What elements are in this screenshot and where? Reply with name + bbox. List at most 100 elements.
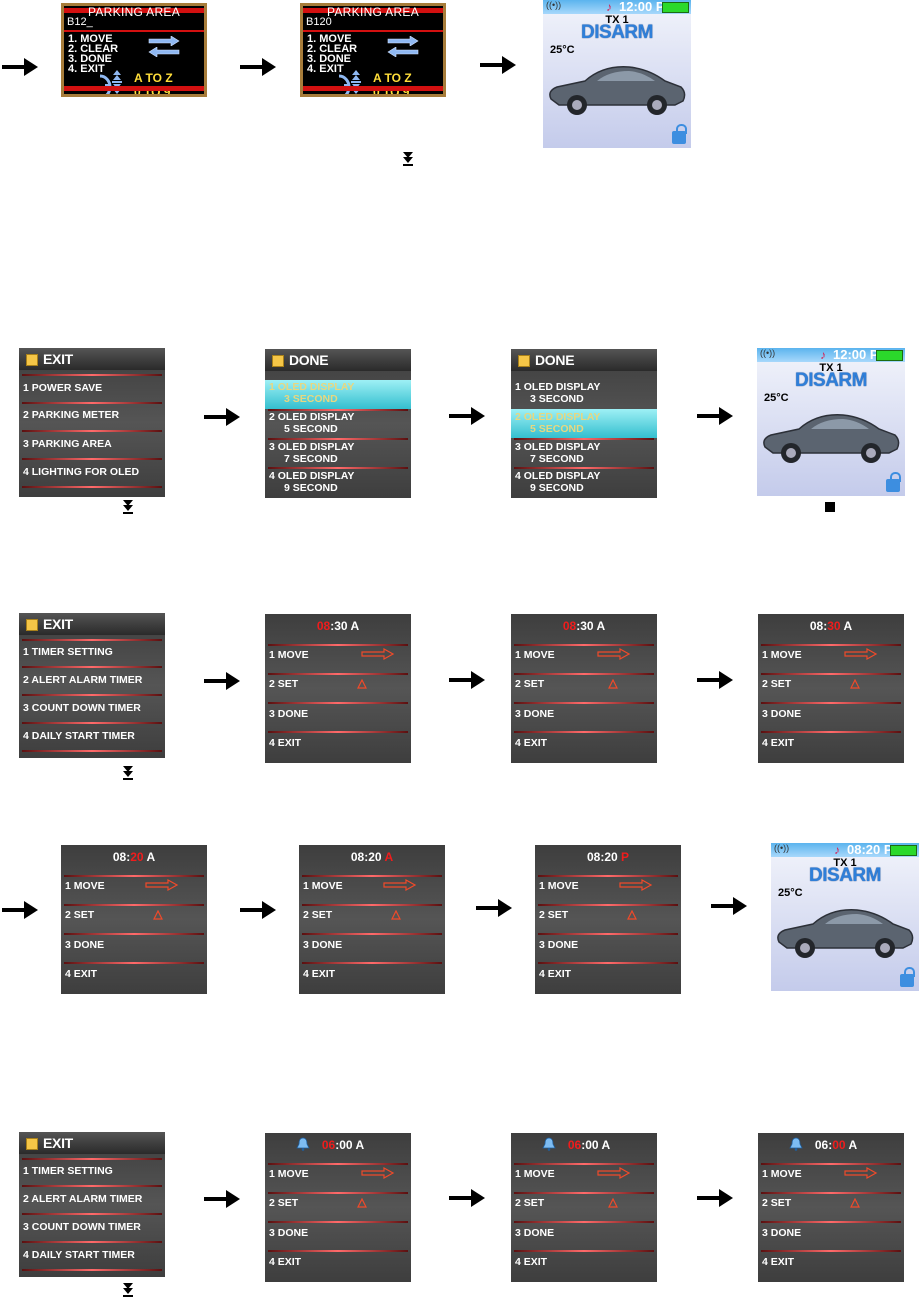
menu-item-move[interactable]: 1 MOVE (762, 649, 802, 661)
menu-item-exit[interactable]: 4 EXIT (762, 737, 795, 749)
menu-item-lighting-for-oled[interactable]: 4 LIGHTING FOR OLED (23, 466, 140, 478)
menu-item-done[interactable]: 3 DONE (762, 708, 802, 720)
menu-item-move[interactable]: 1 MOVE (303, 880, 343, 892)
menu-item-done[interactable]: 3 DONE (515, 708, 555, 720)
hour-field[interactable]: 08 (586, 850, 601, 864)
ampm-field[interactable]: A (843, 619, 853, 633)
menu-item-clear[interactable]: 2. CLEAR (307, 43, 358, 55)
menu-item-move[interactable]: 1 MOVE (762, 1168, 802, 1180)
menu-item-parking-area[interactable]: 3 PARKING AREA (23, 438, 112, 450)
menu-item-daily-start-timer[interactable]: 4 DAILY START TIMER (23, 730, 135, 742)
menu-item-oled-3s[interactable]: OLED DISPLAY (523, 381, 601, 393)
minute-field[interactable]: 00 (832, 1138, 846, 1152)
menu-item-set[interactable]: 2 SET (539, 909, 569, 921)
menu-item-move[interactable]: 1 MOVE (515, 649, 555, 661)
menu-item-oled-9s[interactable]: OLED DISPLAY (523, 470, 601, 482)
menu-item-done[interactable]: 3 DONE (762, 1227, 802, 1239)
up-triangle-icon (357, 679, 367, 689)
flow-arrow (449, 669, 485, 691)
ampm-field[interactable]: A (350, 619, 360, 633)
menu-item-move[interactable]: 1 MOVE (269, 1168, 309, 1180)
menu-item-done[interactable]: 3 DONE (269, 1227, 309, 1239)
menu-item-oled-7s[interactable]: OLED DISPLAY (523, 441, 601, 453)
menu-item-exit[interactable]: 4 EXIT (515, 1256, 548, 1268)
minute-field[interactable]: 20 (604, 850, 618, 864)
menu-item-oled-5s[interactable]: OLED DISPLAY (277, 411, 355, 423)
ampm-field[interactable]: A (355, 1138, 365, 1152)
minute-field[interactable]: 20 (130, 850, 144, 864)
hour-field[interactable]: 08 (316, 619, 331, 633)
minute-field[interactable]: 30 (827, 619, 841, 633)
minute-field[interactable]: 20 (368, 850, 382, 864)
menu-item-exit[interactable]: 4. EXIT (307, 63, 344, 75)
hour-field[interactable]: 06 (321, 1138, 336, 1152)
hour-field[interactable]: 08 (112, 850, 127, 864)
menu-item-move[interactable]: 1 MOVE (65, 880, 105, 892)
minute-field[interactable]: 30 (334, 619, 348, 633)
menu-item-set[interactable]: 2 SET (762, 1197, 792, 1209)
flow-arrow (697, 405, 733, 427)
menu-item-clear[interactable]: 2. CLEAR (68, 43, 119, 55)
menu-item-alert-alarm-timer[interactable]: 2 ALERT ALARM TIMER (23, 674, 143, 686)
menu-item-done[interactable]: 3. DONE (307, 53, 352, 65)
menu-item-move[interactable]: 1 MOVE (515, 1168, 555, 1180)
menu-item-done[interactable]: 3 DONE (303, 939, 343, 951)
menu-item-timer-setting[interactable]: 1 TIMER SETTING (23, 1165, 113, 1177)
menu-item-count-down-timer[interactable]: 3 COUNT DOWN TIMER (23, 702, 141, 714)
menu-item-exit[interactable]: 4. EXIT (68, 63, 105, 75)
item-duration: 5 SECOND (284, 423, 338, 435)
menu-item-move[interactable]: 1 MOVE (539, 880, 579, 892)
menu-item-oled-7s[interactable]: OLED DISPLAY (277, 441, 355, 453)
menu-item-done[interactable]: 3 DONE (65, 939, 105, 951)
menu-item-count-down-timer[interactable]: 3 COUNT DOWN TIMER (23, 1221, 141, 1233)
menu-item-alert-alarm-timer[interactable]: 2 ALERT ALARM TIMER (23, 1193, 143, 1205)
menu-item-set[interactable]: 2 SET (515, 678, 545, 690)
menu-title: EXIT (43, 616, 73, 632)
menu-item-exit[interactable]: 4 EXIT (762, 1256, 795, 1268)
ampm-field[interactable]: A (596, 619, 606, 633)
menu-item-exit[interactable]: 4 EXIT (515, 737, 548, 749)
menu-item-set[interactable]: 2 SET (515, 1197, 545, 1209)
ampm-field[interactable]: A (601, 1138, 611, 1152)
minute-field[interactable]: 30 (580, 619, 594, 633)
menu-item-parking-meter[interactable]: 2 PARKING METER (23, 409, 120, 421)
ampm-field[interactable]: A (384, 850, 394, 864)
ampm-field[interactable]: P (621, 850, 630, 864)
menu-item-done[interactable]: 3 DONE (269, 708, 309, 720)
menu-item-oled-9s[interactable]: OLED DISPLAY (277, 470, 355, 482)
menu-item-exit[interactable]: 4 EXIT (269, 737, 302, 749)
menu-item-oled-3s[interactable]: OLED DISPLAY (277, 381, 355, 393)
menu-item-move[interactable]: 1 MOVE (269, 649, 309, 661)
transmitter-label: TX 1 (819, 362, 843, 374)
menu-item-oled-5s[interactable]: OLED DISPLAY (523, 411, 601, 423)
hour-field[interactable]: 08 (562, 619, 577, 633)
menu-item-set[interactable]: 2 SET (762, 678, 792, 690)
ampm-field[interactable]: A (146, 850, 156, 864)
menu-item-done[interactable]: 3. DONE (68, 53, 113, 65)
flow-arrow (697, 669, 733, 691)
menu-item-set[interactable]: 2 SET (269, 1197, 299, 1209)
menu-item-exit[interactable]: 4 EXIT (269, 1256, 302, 1268)
menu-item-move[interactable]: 1. MOVE (307, 33, 352, 45)
menu-item-exit[interactable]: 4 EXIT (65, 968, 98, 980)
menu-item-done[interactable]: 3 DONE (515, 1227, 555, 1239)
menu-item-daily-start-timer[interactable]: 4 DAILY START TIMER (23, 1249, 135, 1261)
menu-item-set[interactable]: 2 SET (65, 909, 95, 921)
menu-item-set[interactable]: 2 SET (269, 678, 299, 690)
menu-item-power-save[interactable]: 1 POWER SAVE (23, 382, 103, 394)
hour-field[interactable]: 08 (350, 850, 365, 864)
menu-item-done[interactable]: 3 DONE (539, 939, 579, 951)
minute-field[interactable]: 00 (339, 1138, 353, 1152)
plate-code: B120 (306, 16, 332, 28)
ampm-field[interactable]: A (848, 1138, 858, 1152)
menu-item-timer-setting[interactable]: 1 TIMER SETTING (23, 646, 113, 658)
hour-field[interactable]: 08 (809, 619, 824, 633)
hour-field[interactable]: 06 (814, 1138, 829, 1152)
menu-item-exit[interactable]: 4 EXIT (539, 968, 572, 980)
menu-item-move[interactable]: 1. MOVE (68, 33, 113, 45)
up-arrow-icon (112, 70, 122, 82)
minute-field[interactable]: 00 (585, 1138, 599, 1152)
menu-item-exit[interactable]: 4 EXIT (303, 968, 336, 980)
menu-item-set[interactable]: 2 SET (303, 909, 333, 921)
hour-field[interactable]: 06 (567, 1138, 582, 1152)
